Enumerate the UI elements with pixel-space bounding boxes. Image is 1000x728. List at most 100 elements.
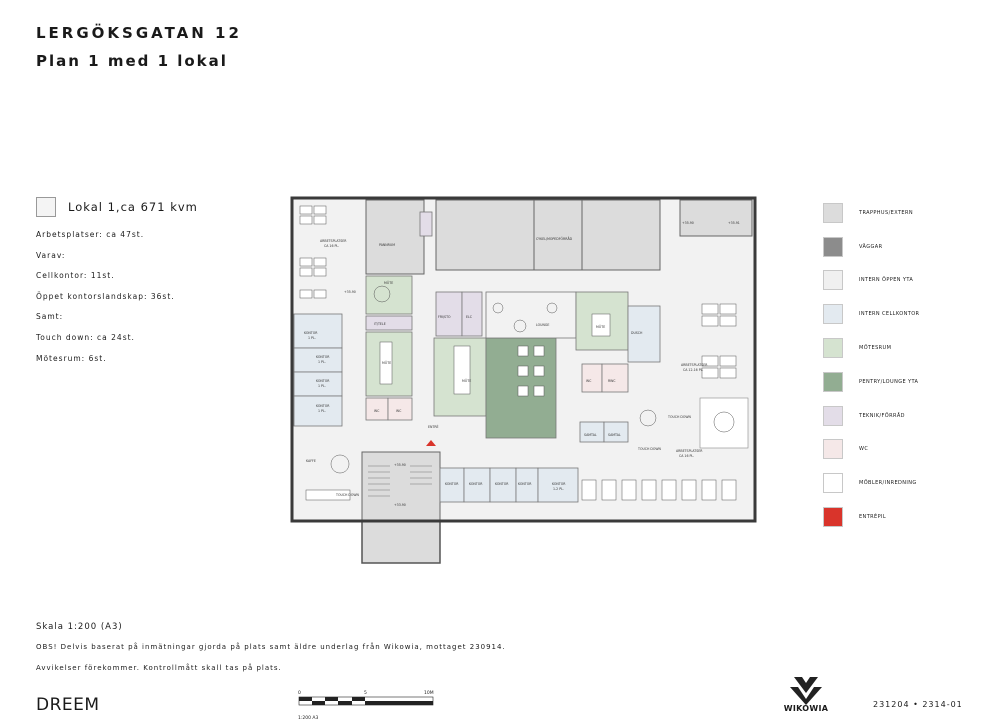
samtal1-label: SAMTAL: [584, 433, 597, 437]
kontor4-label: KONTOR: [316, 404, 330, 408]
legend-swatch: [823, 439, 843, 460]
lounge-label: LOUNGE: [536, 323, 549, 327]
fri-label: FRI/STO: [438, 315, 451, 319]
legend-label: WC: [859, 446, 869, 453]
legend-swatch: [823, 202, 843, 223]
legend-swatch: [823, 473, 843, 494]
info-line: Samt:: [36, 312, 64, 322]
samtal2-label: SAMTAL: [608, 433, 621, 437]
lokal-label: Lokal 1,ca 671 kvm: [68, 200, 198, 214]
scalebar-label: 0: [298, 690, 301, 696]
level-label: +33.90: [394, 503, 406, 507]
note-text: OBS! Delvis baserat på inmätningar gjord…: [36, 643, 506, 651]
wc3-label: WC: [586, 379, 592, 383]
office-2: [293, 347, 343, 373]
lounge-area: [485, 291, 577, 339]
scalebar-seg: [352, 697, 365, 701]
legend-label: MÖBLER/INREDNING: [859, 480, 917, 487]
legend-label: PENTRY/LOUNGE YTA: [859, 378, 919, 385]
level-label: +35.91: [728, 221, 740, 225]
kontor3-pl: 1 PL.: [318, 384, 326, 388]
legend-item: ENTRÉPIL: [823, 500, 993, 534]
kontor2-label: KONTOR: [316, 355, 330, 359]
touchdown-label: TOUCH DOWN: [667, 415, 692, 419]
kontor2-pl: 1 PL.: [318, 360, 326, 364]
legend-label: INTERN CELLKONTOR: [859, 311, 920, 318]
ws-bottom-label: ARBETSPLATSER: [676, 449, 703, 453]
wc2-label: WC: [396, 409, 402, 413]
it-label: IT/TELE: [374, 322, 386, 326]
outer-wall: [290, 196, 757, 523]
elc-room: [461, 291, 483, 337]
cykel-room: [435, 199, 661, 271]
mote-label: MÖTE: [384, 280, 393, 285]
level-label: +35.90: [682, 221, 694, 225]
plan-labels: ARBETSPLATSER CA 16 PL. PANNRUM CYKEL/MO…: [304, 221, 740, 507]
office-b2: [463, 467, 491, 503]
legend-label: TRAPPHUS/EXTERN: [859, 209, 913, 216]
kontor4-pl: 1 PL.: [318, 409, 326, 413]
legend-label: INTERN ÖPPEN YTA: [859, 277, 914, 284]
floor-plan: ARBETSPLATSER CA 16 PL. PANNRUM CYKEL/MO…: [290, 196, 757, 564]
lokal-header: Lokal 1,ca 671 kvm: [36, 197, 276, 217]
legend-item: TEKNIK/FÖRRÅD: [823, 399, 993, 433]
ws-bottom-count: CA 16 PL.: [679, 454, 694, 458]
stair-extension: [361, 520, 441, 564]
level-label: +35.90: [344, 290, 356, 294]
entrance-arrow: [426, 440, 436, 446]
legend-label: VÄGGAR: [859, 243, 883, 250]
kontor-b4-label: KONTOR: [518, 482, 532, 486]
info-line: Touch down: ca 24st.: [36, 332, 135, 342]
legend-label: TEKNIK/FÖRRÅD: [859, 412, 905, 419]
legend-item: VÄGGAR: [823, 230, 993, 264]
lokal-swatch: [36, 197, 56, 217]
legend: TRAPPHUS/EXTERN VÄGGAR INTERN ÖPPEN YTA …: [823, 196, 993, 534]
pannrum-room: [365, 199, 425, 275]
page-subtitle: Plan 1 med 1 lokal: [36, 52, 228, 70]
kontor3-label: KONTOR: [316, 379, 330, 383]
legend-label: MÖTESRUM: [859, 345, 892, 352]
info-line: Mötesrum: 6st.: [36, 353, 107, 363]
scalebar-seg: [338, 701, 352, 705]
wc1-label: WC: [374, 409, 380, 413]
scalebar-seg: [312, 701, 325, 705]
kontor1-label: KONTOR: [304, 331, 318, 335]
office-shower: [627, 305, 661, 363]
scale-bar: 0 5 10M 1:200 A3: [298, 690, 434, 721]
entre-label: ENTRÉ: [428, 424, 439, 429]
legend-swatch: [823, 405, 843, 426]
wikowia-logo-text: WIKOWIA: [783, 704, 829, 713]
dusch-label: DUSCH: [631, 331, 643, 335]
scalebar-seg: [325, 697, 338, 701]
legend-swatch: [823, 371, 843, 392]
elc-label: ELC: [466, 315, 473, 319]
lounge-right: [699, 397, 749, 449]
note-text: Avvikelser förekommer. Kontrollmått skal…: [36, 664, 282, 672]
legend-swatch: [823, 236, 843, 257]
info-line: Arbetsplatser: ca 47st.: [36, 230, 145, 239]
scale-text: Skala 1:200 (A3): [36, 622, 123, 632]
legend-swatch: [823, 304, 843, 325]
stair-top-right: [679, 199, 753, 237]
kontor-b5-label: KONTOR: [552, 482, 566, 486]
touchdown-label: TOUCH DOWN: [637, 447, 662, 451]
kontor1-pl: 1 PL.: [308, 336, 316, 340]
document-number: 231204 • 2314-01: [873, 700, 963, 709]
cykel-label: CYKEL/MOPEDFÖRRÅD: [536, 236, 573, 241]
stairs: [368, 465, 432, 497]
stairwell: [361, 451, 441, 523]
scalebar-seg: [299, 697, 312, 701]
storage: [419, 211, 433, 237]
legend-item: INTERN CELLKONTOR: [823, 297, 993, 331]
ws-left-label: ARBETSPLATSER: [320, 239, 347, 243]
mote-label: MÖTE: [462, 378, 471, 383]
office-4: [293, 395, 343, 427]
pannrum-label: PANNRUM: [379, 243, 395, 247]
info-line: Varav:: [36, 250, 66, 260]
kontor-b2-label: KONTOR: [469, 482, 483, 486]
legend-item: INTERN ÖPPEN YTA: [823, 264, 993, 298]
mote-label: MÖTE: [382, 360, 391, 365]
mote-label: MÖTE: [596, 324, 605, 329]
kontor-b1-label: KONTOR: [445, 482, 459, 486]
round-tables: [330, 285, 735, 474]
